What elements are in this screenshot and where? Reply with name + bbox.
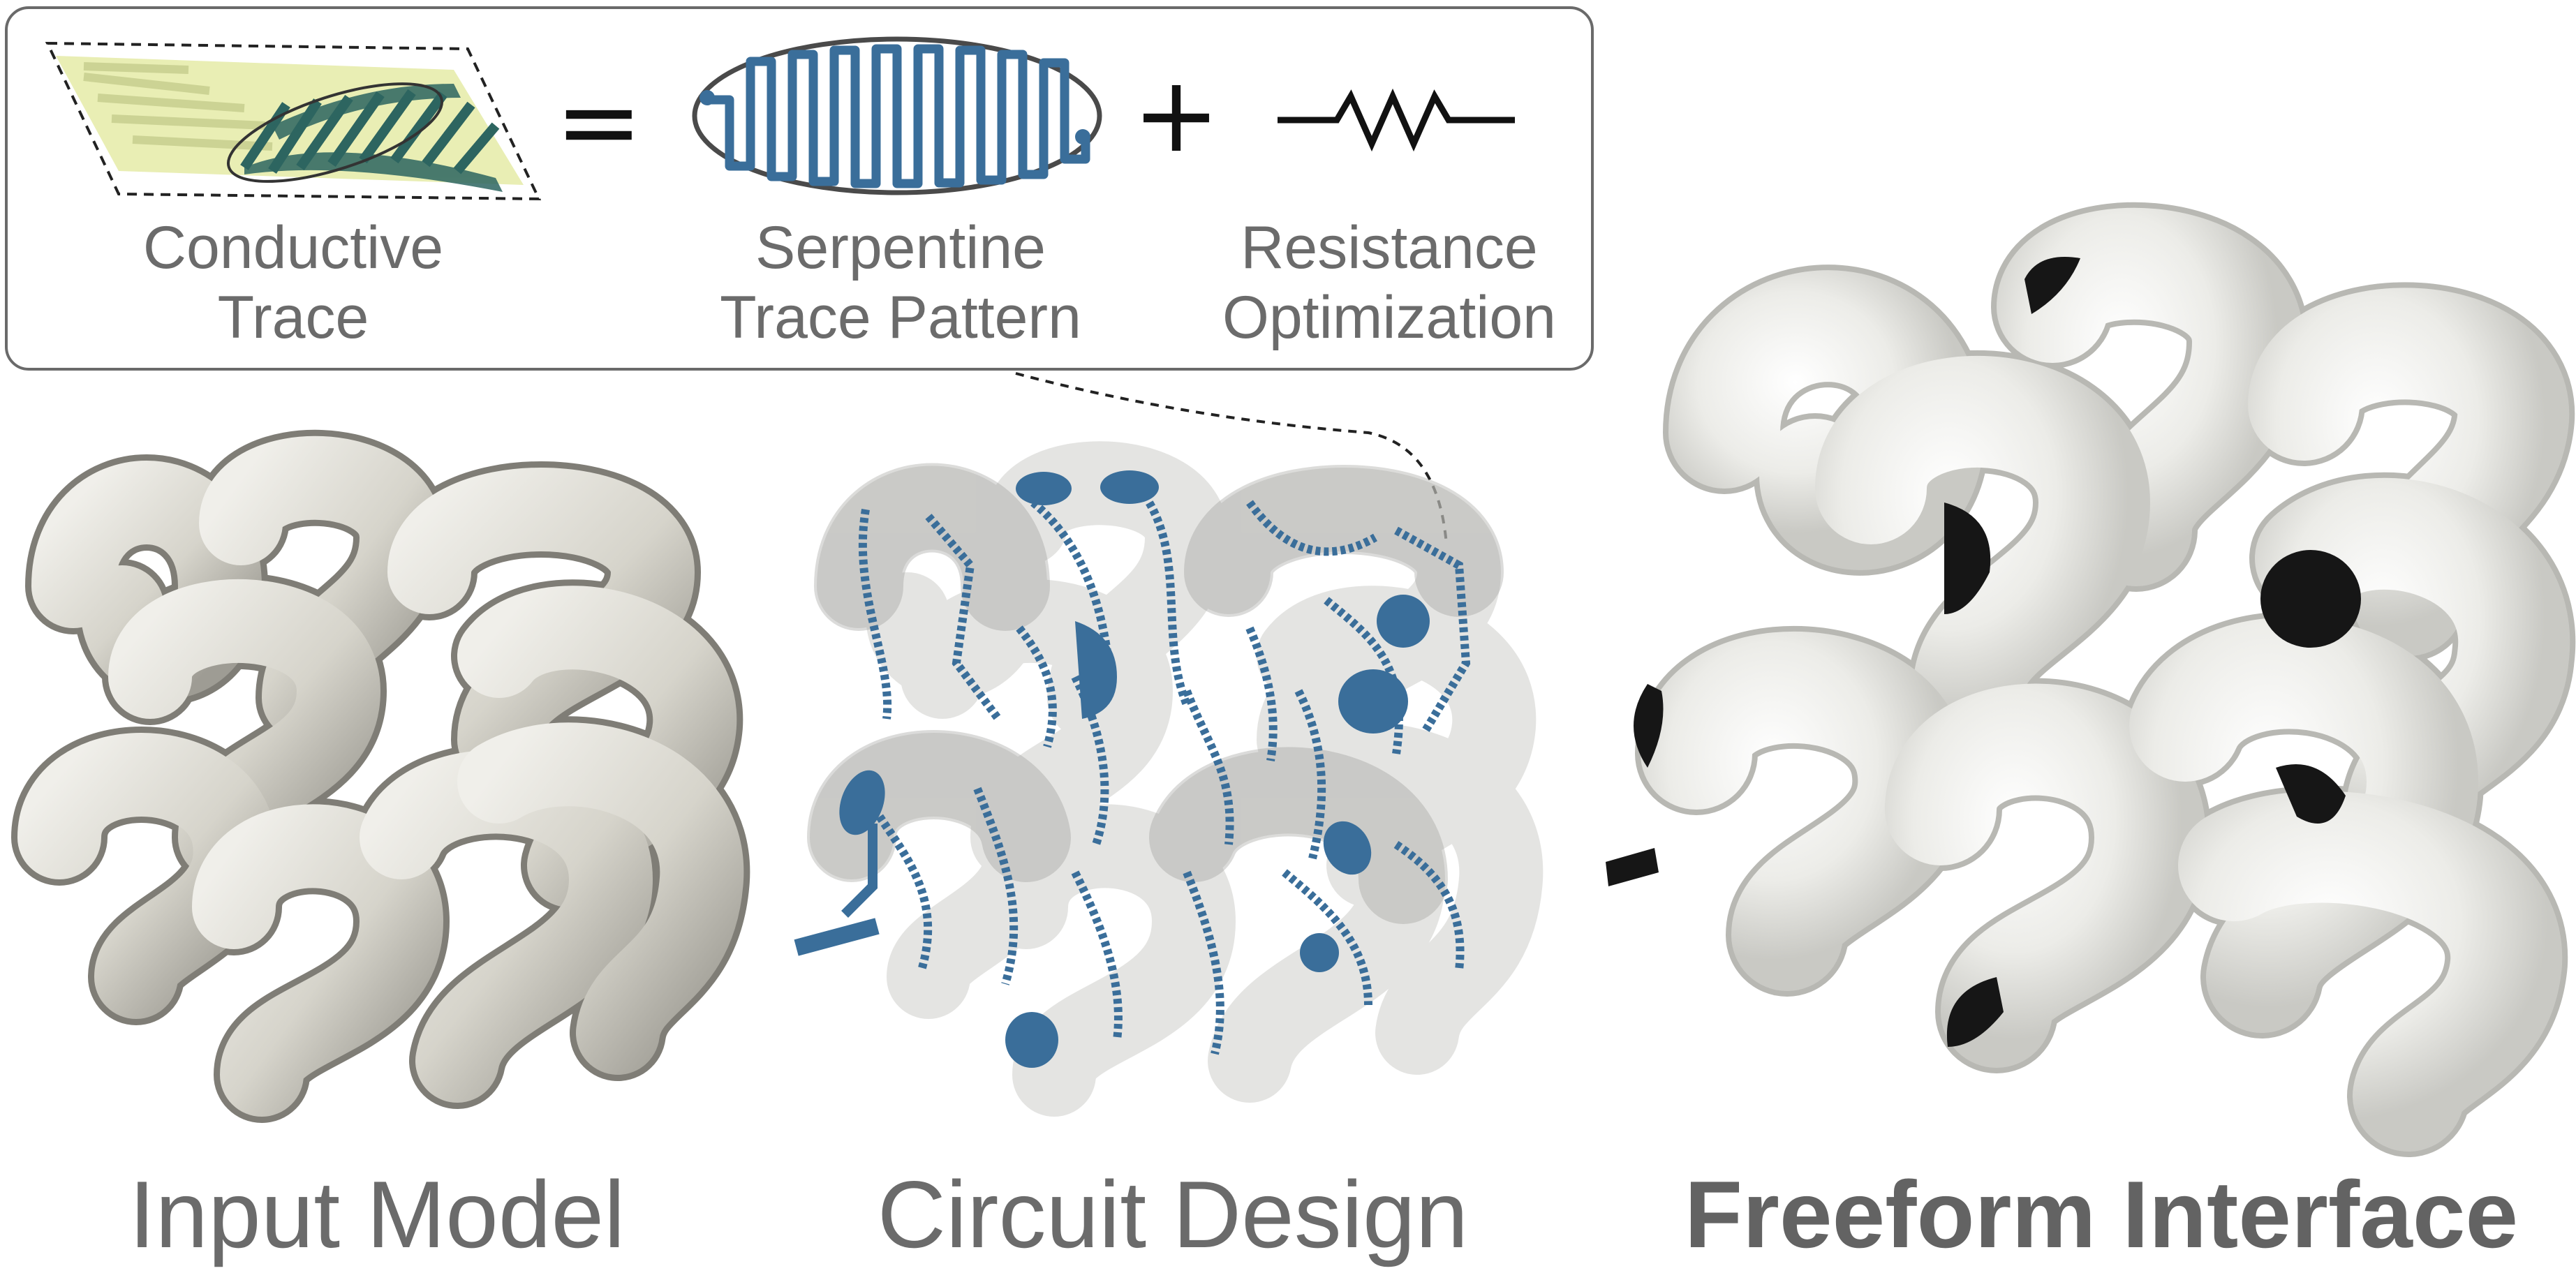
caption-line: Conductive (142, 214, 444, 281)
caption-serpentine: Serpentine Trace Pattern (656, 213, 1145, 352)
serpentine-pattern-illustration (692, 36, 1102, 195)
conductive-trace-illustration (45, 41, 542, 201)
freeform-interface-photo (1606, 202, 2576, 1157)
plus-sign: + (1132, 54, 1220, 176)
caption-conductive-trace: Conductive Trace (70, 213, 517, 352)
caption-resistance: Resistance Optimization (1187, 213, 1592, 352)
circuit-design-model (794, 441, 1544, 1117)
resistor-icon (1278, 88, 1515, 152)
caption-line: Trace (217, 284, 369, 351)
label-input-model: Input Model (128, 1161, 626, 1267)
label-freeform-interface: Freeform Interface (1684, 1161, 2519, 1267)
caption-line: Resistance (1241, 214, 1538, 281)
caption-line: Serpentine (755, 214, 1046, 281)
caption-line: Optimization (1222, 284, 1556, 351)
input-model-mesh (11, 429, 750, 1123)
equals-sign: = (555, 61, 643, 183)
label-circuit-design: Circuit Design (877, 1161, 1469, 1267)
caption-line: Trace Pattern (720, 284, 1081, 351)
